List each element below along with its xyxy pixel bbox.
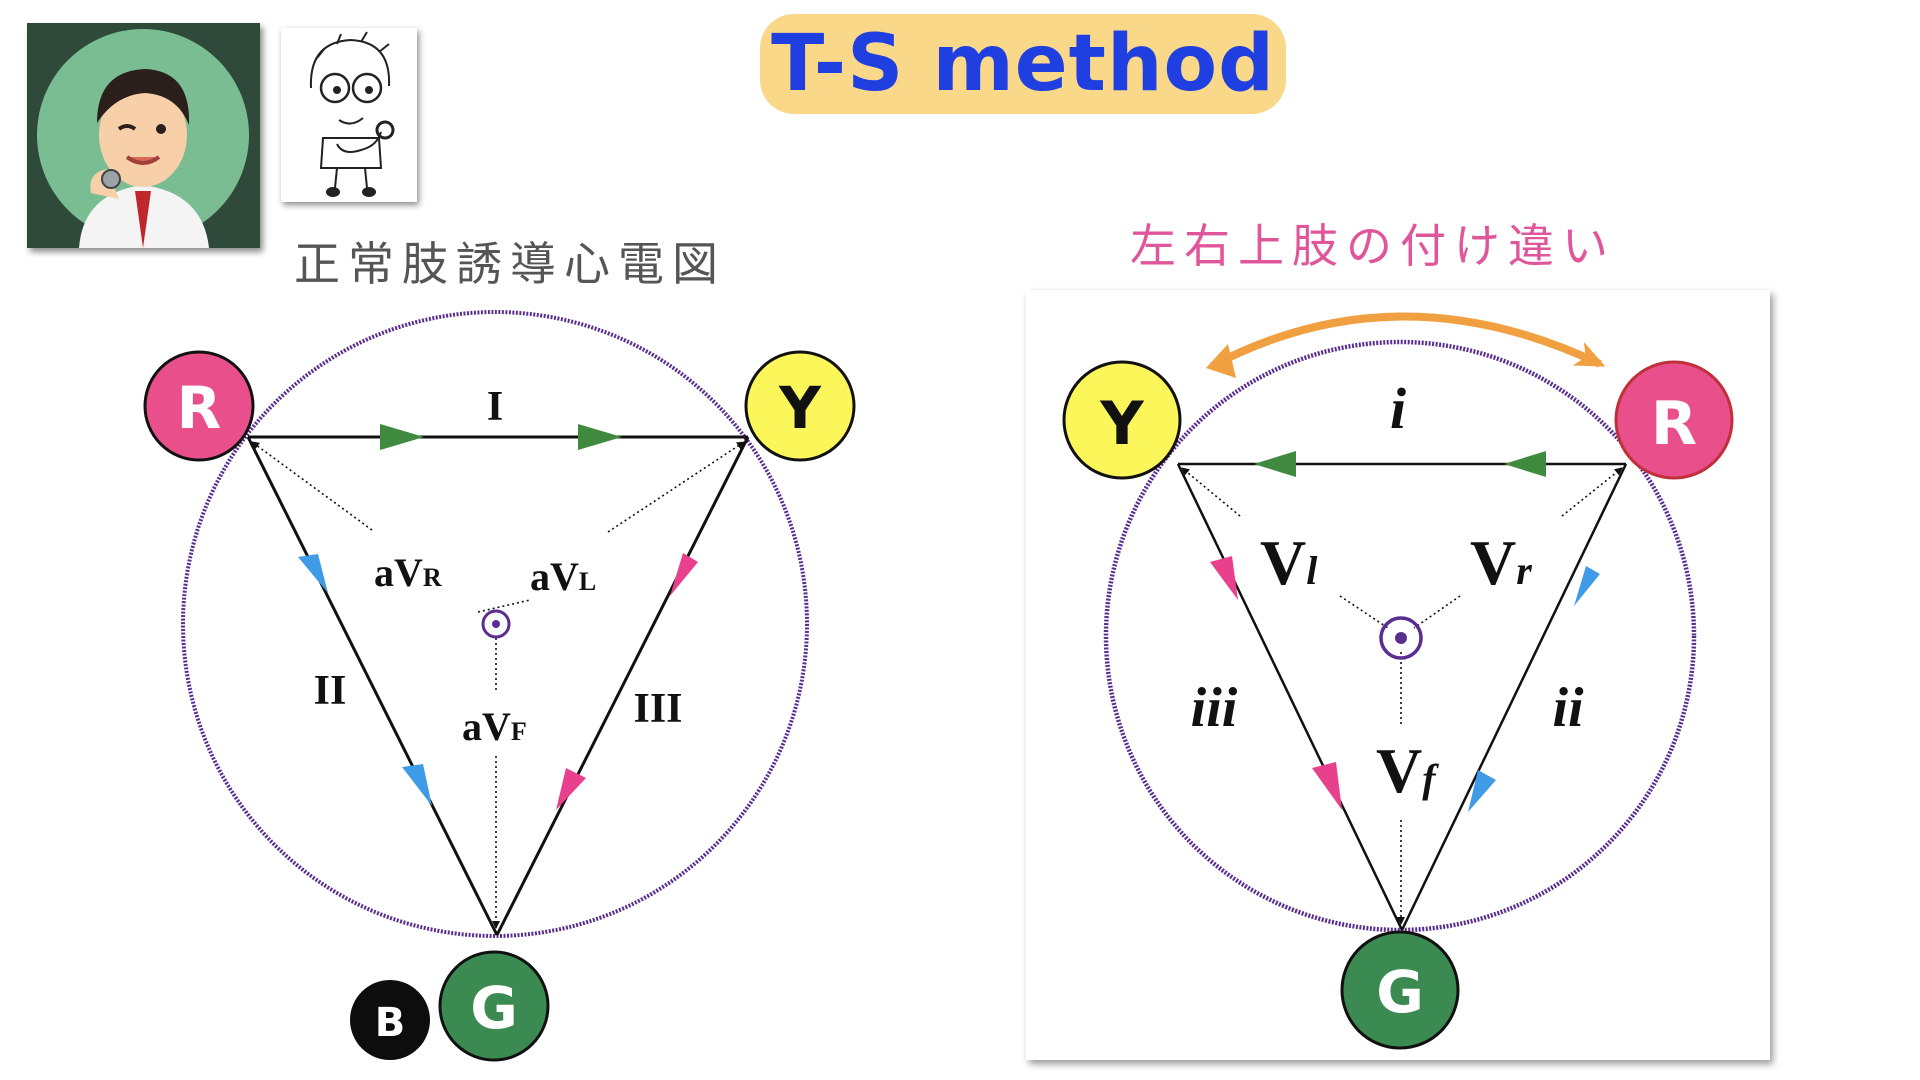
right-vr-inner-line xyxy=(1413,595,1461,629)
left-lead-ii-arrow-2 xyxy=(402,764,432,806)
normal-lead-diagram: I II III aVR aVL aVF R Y G B xyxy=(143,310,856,1062)
left-lead-ii-arrow-1 xyxy=(298,554,328,593)
right-center-dot xyxy=(1395,632,1407,644)
left-einthoven-circle xyxy=(181,310,809,938)
right-lead-iii-line xyxy=(1176,463,1404,931)
left-node-ground-label: B xyxy=(375,1000,406,1046)
left-avl-label: aVL xyxy=(530,554,596,599)
left-center-dot xyxy=(492,620,500,628)
left-spacer xyxy=(488,600,532,606)
left-lead-iii-label: III xyxy=(633,686,682,732)
swapped-arms-heading: 左右上肢の付け違い xyxy=(1130,219,1616,273)
sketch-doctor-icon xyxy=(281,28,417,202)
right-vr-label: Vr xyxy=(1470,527,1532,598)
left-lead-iii-arrow-2 xyxy=(556,768,586,810)
left-node-ground xyxy=(350,980,430,1060)
swap-arrow-tail-icon xyxy=(1206,344,1236,378)
title-badge: T-S method xyxy=(760,14,1286,114)
right-lead-iii-arrow-2 xyxy=(1312,762,1342,810)
right-node-top-left-label: Y xyxy=(1099,389,1145,459)
right-node-top-right-label: R xyxy=(1651,389,1697,459)
left-lead-ii-line xyxy=(246,436,499,936)
right-node-top-left xyxy=(1062,360,1182,480)
left-node-right-arm xyxy=(143,350,255,462)
right-lead-iii-label: iii xyxy=(1191,677,1238,739)
normal-lead-heading: 正常肢誘導心電図 xyxy=(294,237,726,291)
right-node-top-right xyxy=(1614,360,1734,480)
left-lead-i-arrow-1 xyxy=(380,424,424,450)
left-avl-line xyxy=(607,441,745,533)
right-center-target-icon xyxy=(1379,616,1423,660)
left-center-target-icon xyxy=(481,609,511,639)
left-node-right-arm-label: R xyxy=(177,374,222,442)
left-lead-iii-arrow-1 xyxy=(670,553,698,596)
left-avr-inner-line xyxy=(477,599,531,613)
doctor-avatar-icon xyxy=(27,23,260,248)
left-node-left-leg xyxy=(438,950,550,1062)
right-lead-ii-arrow-2 xyxy=(1468,770,1496,812)
left-lead-ii-label: II xyxy=(314,668,347,714)
right-node-bottom-label: G xyxy=(1376,958,1424,1026)
left-node-left-arm-label: Y xyxy=(778,374,822,442)
doctor-avatar-drawing xyxy=(37,29,249,248)
sketch-doctor-drawing xyxy=(309,31,395,197)
right-einthoven-circle xyxy=(1103,339,1697,933)
left-lead-iii-line xyxy=(495,436,750,936)
page-title: T-S method xyxy=(771,19,1275,109)
right-lead-ii-line xyxy=(1400,463,1628,931)
left-avr-label: aVR xyxy=(374,550,442,595)
right-lead-ii-arrow-1 xyxy=(1574,566,1600,606)
right-vl-inner-line xyxy=(1339,595,1389,629)
right-lead-i-arrow-1 xyxy=(1254,451,1296,477)
left-node-left-leg-label: G xyxy=(470,974,518,1042)
right-node-bottom xyxy=(1340,930,1460,1050)
left-avr-line xyxy=(251,441,373,531)
left-lead-i-arrow-2 xyxy=(578,424,622,450)
right-lead-i-label: i xyxy=(1390,376,1406,441)
left-lead-i-label: I xyxy=(487,384,503,430)
right-vl-label: Vl xyxy=(1260,527,1318,598)
right-lead-iii-arrow-1 xyxy=(1210,556,1238,600)
right-lead-ii-label: ii xyxy=(1552,677,1584,739)
right-lead-i-arrow-2 xyxy=(1504,451,1546,477)
left-node-left-arm xyxy=(744,350,856,462)
swap-arrow-icon xyxy=(1210,312,1606,370)
swapped-arms-diagram: i iii ii Vl Vr Vf Y R G xyxy=(1062,312,1734,1050)
right-vf-label: Vf xyxy=(1376,735,1439,806)
left-avf-label: aVF xyxy=(462,704,527,749)
